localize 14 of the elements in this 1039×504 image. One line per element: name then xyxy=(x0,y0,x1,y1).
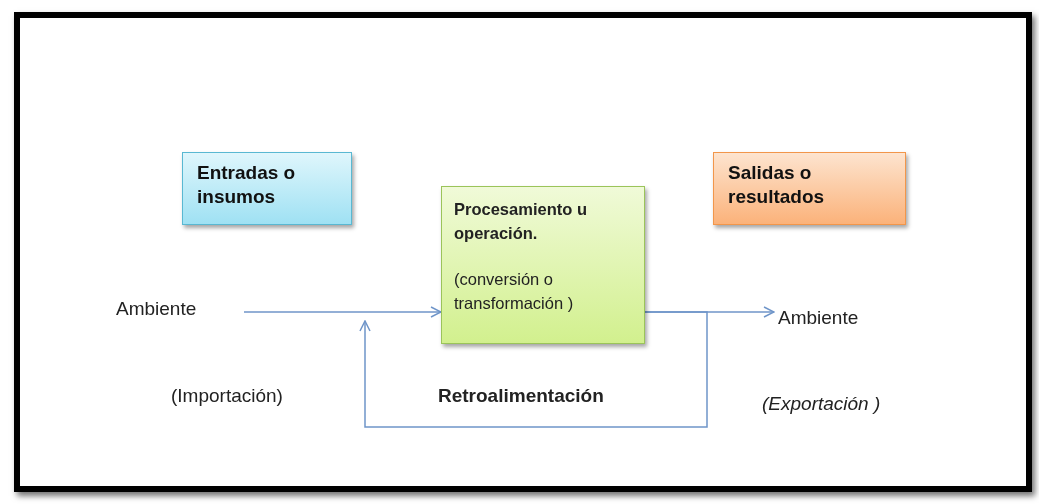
box-heading: Salidas o resultados xyxy=(728,161,826,209)
text-label: (Importación) xyxy=(171,385,283,407)
box-heading: Procesamiento u operación. xyxy=(454,199,588,244)
text-label: (Exportación ) xyxy=(762,393,881,415)
output-box xyxy=(713,152,906,225)
arrow xyxy=(359,311,708,428)
text-label: Ambiente xyxy=(112,296,224,326)
text-label: Ambiente xyxy=(774,305,904,335)
box-heading: Entradas o insumos xyxy=(197,161,297,209)
arrow xyxy=(243,306,442,318)
process-box xyxy=(441,186,645,344)
input-box xyxy=(182,152,352,225)
box-body-text: (conversión o transformación ) xyxy=(454,269,575,314)
feedback-label: Retroalimentación xyxy=(438,385,604,407)
